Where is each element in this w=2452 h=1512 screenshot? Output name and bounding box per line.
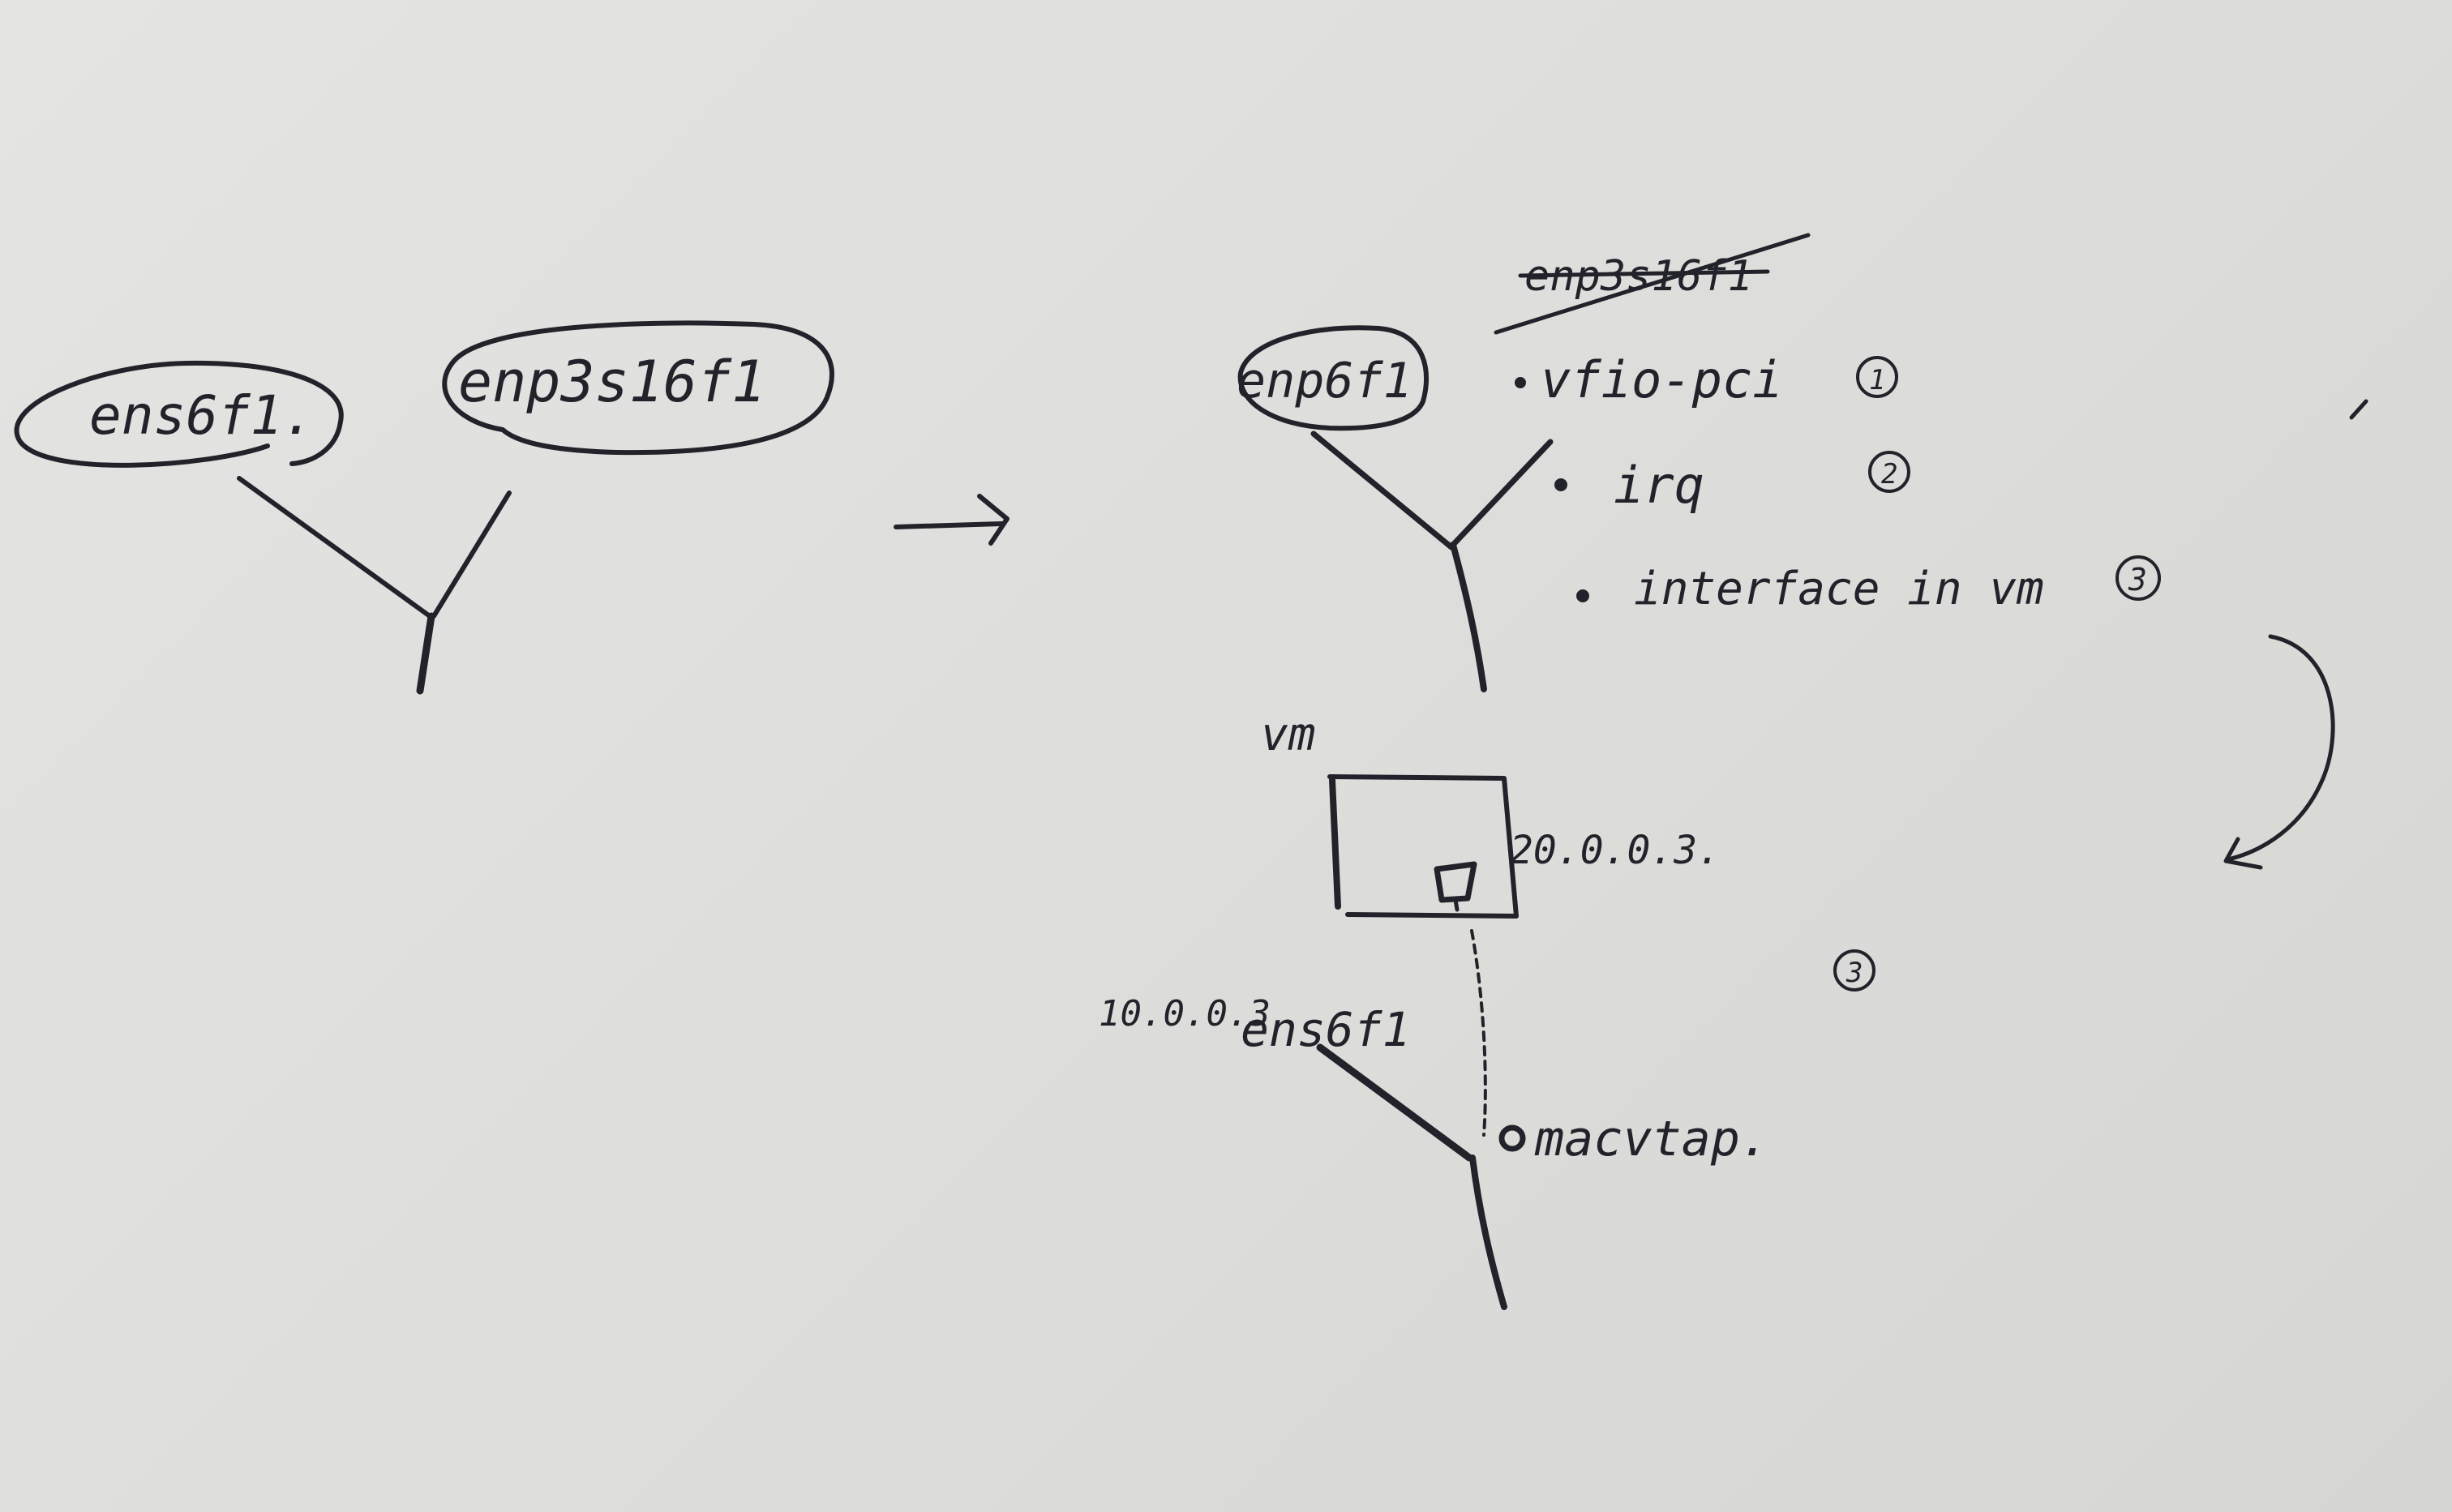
macvtap-node-icon [1498,1124,1526,1152]
step-number-circle [1868,451,1910,493]
step-list: vfio-pci 1 irq 2 interface in vm 3 [1515,350,2161,615]
step-text: irq [1614,456,1704,515]
step-number: 1 [1869,364,1885,396]
iface-label: enp6f1 [1237,353,1412,409]
step-number: 3 [2128,562,2147,598]
bond-line-b [431,490,512,619]
step-item-2: irq 2 [1554,451,1910,515]
iface-circle [1237,325,1430,431]
vm-label: vm [1261,709,1315,761]
host-ip: 10.0.0.3 [1099,993,1271,1034]
bullet-icon [1576,589,1589,602]
iface-trunk [1450,542,1487,692]
iface-a-label: ens6f1. [89,384,315,447]
step-text: interface in vm [1634,563,2044,615]
bond-trunk [416,612,435,695]
vm-ip: 20.0.0.3. [1510,828,1721,873]
host-trunk [1469,1154,1507,1310]
bullet-icon [1554,478,1567,491]
iface-b-circle [442,320,834,456]
strike-line-1 [1518,269,1770,278]
right-passthrough-diagram: enp3s16f1 enp6f1 vfio-pci 1 irq 2 [1237,233,2368,870]
vm-box [1327,774,1519,919]
step-item-1: vfio-pci 1 [1515,350,1898,409]
step-text: vfio-pci [1541,350,1783,409]
vm-nic-icon [1434,861,1477,903]
step-number: 2 [1881,458,1897,490]
step-marker-circle [1833,949,1875,992]
curved-arrow [2226,634,2335,862]
step-number-circle [2115,555,2161,601]
iface-a-circle [14,360,344,468]
step-number-circle [1856,356,1898,398]
stray-mark [2349,399,2368,420]
step-item-3: interface in vm 3 [1576,555,2161,615]
host-line [1316,1043,1473,1162]
macvtap-label: macvtap. [1534,1111,1769,1167]
iface-line-b [1450,439,1554,548]
left-bonding-diagram: ens6f1. enp3s16f1 [14,320,834,695]
vm-link [1470,929,1487,1137]
transition-arrow: → [894,494,1010,546]
bullet-icon [1515,377,1526,388]
iface-line-a [1310,430,1455,550]
bond-line-a [237,476,432,619]
step-marker: 3 [1845,957,1863,989]
iface-b-label: enp3s16f1 [458,349,765,415]
vm-diagram: vm 20.0.0.3. 10.0.0.3 ens6f1 macvtap. 3 [1099,709,1875,1310]
strike-line-2 [1494,233,1811,335]
